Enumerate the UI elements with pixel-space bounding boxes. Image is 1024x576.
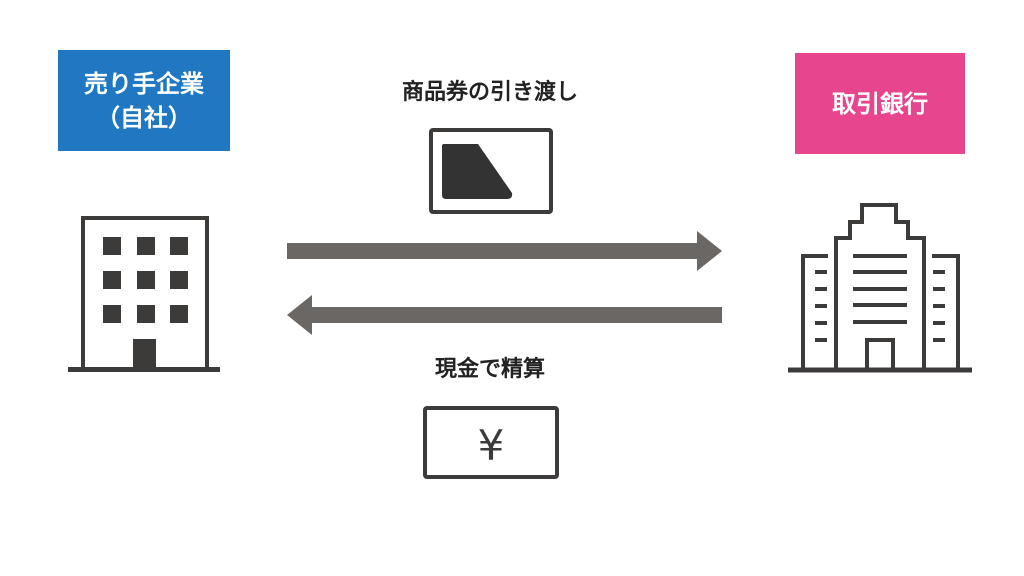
bank-building-icon (788, 203, 972, 373)
yen-symbol: ¥ (478, 421, 505, 470)
left-arrow-icon (287, 295, 722, 335)
right-arrow-icon (287, 231, 722, 271)
bank-label: 取引銀行 (795, 53, 965, 154)
seller-company-label: 売り手企業 （自社） (58, 50, 230, 151)
seller-label-line2: （自社） (96, 103, 192, 132)
gift-voucher-icon (429, 128, 553, 214)
voucher-transfer-label: 商品券の引き渡し (401, 80, 578, 105)
seller-label-line1: 売り手企業 (84, 69, 204, 98)
office-building-icon (68, 216, 220, 372)
bank-label-text: 取引銀行 (832, 89, 928, 118)
cash-settlement-label: 現金で精算 (434, 357, 545, 382)
yen-banknote-icon: ¥ (423, 406, 559, 479)
